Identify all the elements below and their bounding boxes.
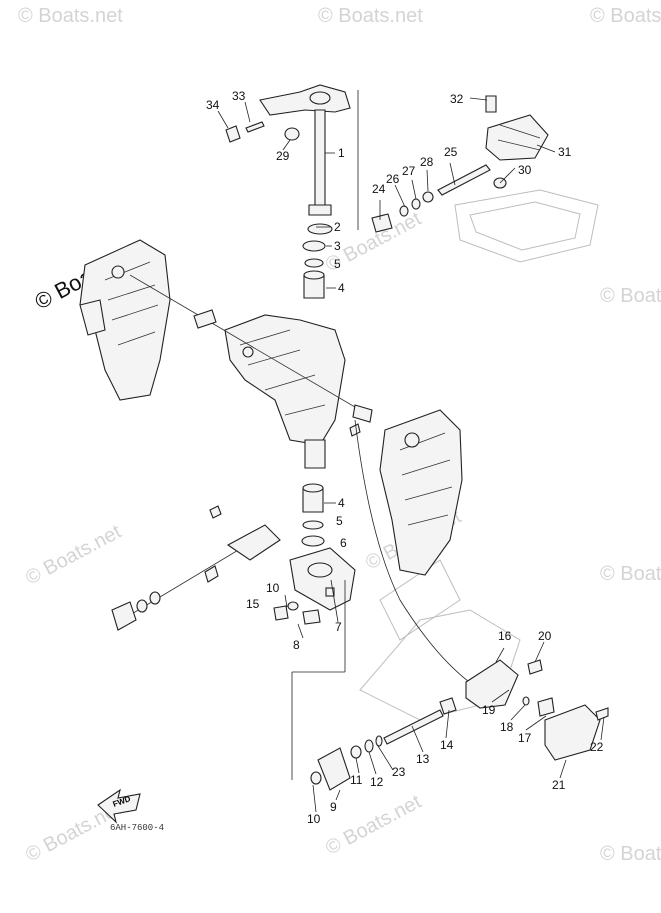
callout-19: 19 — [482, 703, 496, 717]
tilt-tube-left — [111, 505, 281, 631]
callout-32: 32 — [450, 92, 464, 106]
clamp-bracket-right — [379, 409, 463, 576]
ghost-bracket-top-right — [454, 189, 599, 263]
callout-27: 27 — [402, 164, 416, 178]
callout-34: 34 — [206, 98, 220, 112]
callout-22: 22 — [590, 740, 604, 754]
callout-9: 9 — [330, 800, 337, 814]
o-ring-5-lower — [302, 520, 324, 530]
washer-10-upper — [287, 601, 299, 611]
leader-lines — [217, 97, 605, 813]
callout-4-lower: 4 — [338, 496, 345, 510]
callout-20: 20 — [538, 629, 552, 643]
callout-25: 25 — [444, 145, 458, 159]
watermark-tile: © Boats.net — [600, 843, 661, 865]
swivel-bracket — [224, 314, 346, 469]
callout-10-upper: 10 — [266, 581, 280, 595]
callout-3: 3 — [334, 239, 341, 253]
steering-arm — [259, 84, 351, 116]
callout-30: 30 — [518, 163, 532, 177]
callout-17: 17 — [518, 731, 532, 745]
watermark-tile: © Boats.net — [322, 791, 425, 860]
callout-4-upper: 4 — [338, 281, 345, 295]
pivot-bolt — [129, 274, 373, 437]
callout-14: 14 — [440, 738, 454, 752]
callout-29: 29 — [276, 149, 290, 163]
callout-33: 33 — [232, 89, 246, 103]
callout-18: 18 — [500, 720, 514, 734]
callout-11: 11 — [350, 773, 363, 787]
callout-15: 15 — [246, 597, 260, 611]
callout-21: 21 — [552, 778, 566, 792]
nut-15 — [273, 605, 289, 621]
steering-yoke — [289, 547, 356, 611]
watermark-tile: © Boats.net — [318, 5, 423, 27]
clip-8 — [302, 609, 321, 625]
bushing-3 — [302, 240, 326, 252]
steering-shaft — [308, 109, 332, 216]
callout-10-lower: 10 — [307, 812, 321, 826]
callout-5-lower: 5 — [336, 514, 343, 528]
callout-31: 31 — [558, 145, 572, 159]
callout-13: 13 — [416, 752, 430, 766]
trim-sender-assembly — [371, 95, 549, 233]
callout-6: 6 — [340, 536, 347, 550]
washer-2 — [307, 223, 333, 235]
callout-labels: 1 2 3 5 4 4 5 6 7 8 9 10 10 11 12 13 14 … — [206, 89, 604, 826]
callout-28: 28 — [420, 155, 434, 169]
watermark-tile: © Boats.net — [600, 563, 661, 585]
watermark-tile: © Boats.net — [600, 285, 661, 307]
callout-5-upper: 5 — [334, 257, 341, 271]
bushing-4-upper — [303, 270, 325, 299]
fwd-arrow-icon: FWD — [97, 788, 141, 824]
screw-33 — [245, 121, 265, 133]
callout-2: 2 — [334, 220, 341, 234]
grease-nipple-29 — [284, 127, 300, 141]
watermark-tile: © Boats.net — [18, 5, 123, 27]
o-ring-5-upper — [304, 258, 324, 268]
watermark-tile: © Boats.net — [590, 5, 661, 27]
bushing-4-lower — [302, 483, 324, 513]
bushing-6 — [301, 535, 325, 547]
nut-34 — [225, 125, 241, 143]
footer-code: 6AH-7600-4 — [110, 823, 164, 833]
callout-26: 26 — [386, 172, 400, 186]
callout-12: 12 — [370, 775, 384, 789]
callout-24: 24 — [372, 182, 386, 196]
callout-1: 1 — [338, 146, 345, 160]
clamp-bracket-left — [79, 239, 171, 401]
callout-8: 8 — [293, 638, 300, 652]
callout-7: 7 — [335, 620, 342, 634]
callout-23: 23 — [392, 765, 406, 779]
cable-bracket-assembly — [310, 659, 609, 791]
callout-16: 16 — [498, 629, 512, 643]
watermark-tile: © Boats.net — [22, 521, 125, 590]
